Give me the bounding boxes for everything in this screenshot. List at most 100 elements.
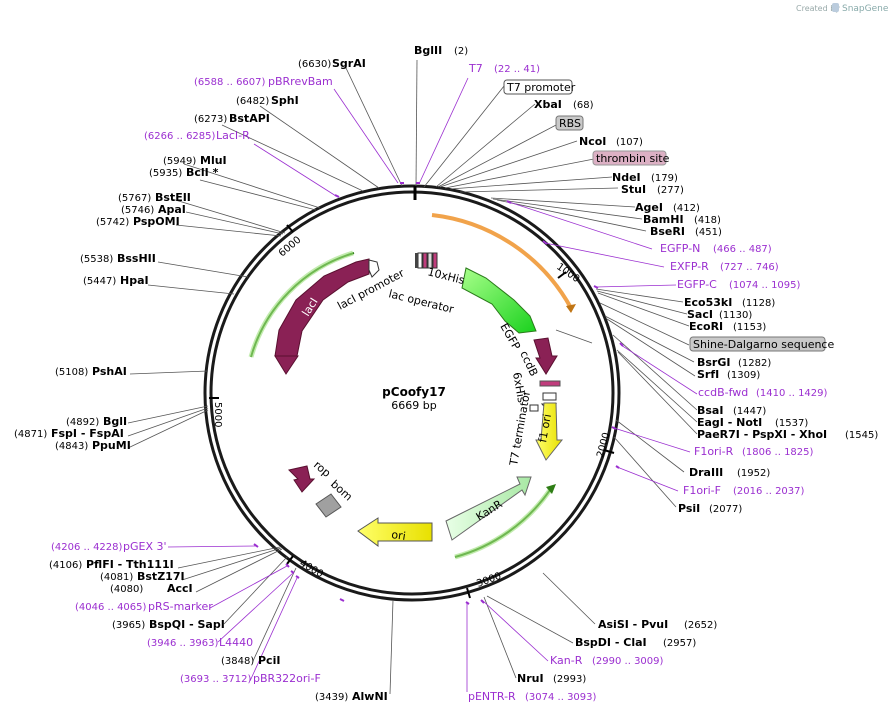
site-nrui[interactable]: NruI: [517, 672, 544, 685]
site-bstapi[interactable]: BstAPI: [229, 112, 270, 125]
shine-dalgarno-box[interactable]: Shine-Dalgarno sequence: [693, 338, 834, 351]
primer-ccdb-fwd[interactable]: ccdB-fwd: [698, 386, 748, 399]
svg-text:(1447): (1447): [733, 406, 766, 417]
primer-f1ori-r[interactable]: F1ori-R: [694, 445, 734, 458]
his10-label: 10xHis: [426, 265, 466, 287]
site-sphi[interactable]: SphI: [271, 94, 299, 107]
site-ppumi[interactable]: PpuMI: [92, 439, 131, 452]
primer-exfp-r[interactable]: EXFP-R: [670, 260, 709, 273]
site-pflfi-tth111i[interactable]: PflFI - Tth111I: [86, 558, 174, 571]
svg-text:(1074 .. 1095): (1074 .. 1095): [729, 280, 801, 291]
svg-text:(1309): (1309): [727, 370, 760, 381]
site-xbai[interactable]: XbaI: [534, 98, 562, 111]
snapgene-logo: SnapGene: [832, 3, 889, 14]
site-draiii[interactable]: DraIII: [689, 466, 723, 479]
site-apai[interactable]: ApaI: [158, 203, 186, 216]
site-fspi-fspai[interactable]: FspI - FspAI: [51, 427, 124, 440]
laci-arrow: [274, 258, 370, 357]
svg-text:(2016 .. 2037): (2016 .. 2037): [733, 486, 805, 497]
lac-operator-label: lac operator: [387, 287, 455, 316]
primer-t7[interactable]: T7: [468, 62, 483, 75]
primer-prs-marker[interactable]: pRS-marker: [148, 600, 213, 613]
site-bamhi[interactable]: BamHI: [643, 213, 684, 226]
site-alwni[interactable]: AlwNI: [352, 690, 388, 703]
plasmid-length: 6669 bp: [391, 399, 436, 412]
site-bglii[interactable]: BglII: [414, 44, 442, 57]
primer-pgex-3[interactable]: pGEX 3': [123, 540, 167, 553]
site-bspqi-sapi[interactable]: BspQI - SapI: [149, 618, 225, 631]
svg-text:(1130): (1130): [719, 310, 752, 321]
primer-pbr322ori-f[interactable]: pBR322ori-F: [253, 672, 321, 685]
site-bsrgi[interactable]: BsrGI: [697, 356, 730, 369]
site-ndei[interactable]: NdeI: [612, 171, 641, 184]
primer-pentr-r[interactable]: pENTR-R: [468, 690, 516, 703]
primer-l4440[interactable]: L4440: [219, 636, 253, 649]
site-labels-left: (6630) SgrAI (6482) SphI (6273) BstAPI (…: [14, 57, 388, 703]
boxed-labels: T7 promoter RBS thrombin site Shine-Dalg…: [503, 79, 834, 352]
site-bsteii[interactable]: BstEII: [155, 191, 191, 204]
site-saci[interactable]: SacI: [687, 308, 713, 321]
svg-text:(4843): (4843): [55, 441, 88, 452]
svg-text:(5538): (5538): [80, 254, 113, 265]
site-pspomi[interactable]: PspOMI: [133, 215, 180, 228]
svg-text:(1806 .. 1825): (1806 .. 1825): [742, 447, 814, 458]
svg-text:(5746): (5746): [121, 205, 154, 216]
primer-pbrrevbam[interactable]: pBRrevBam: [268, 75, 333, 88]
site-eagi-noti[interactable]: EagI - NotI: [697, 416, 762, 429]
svg-text:(6588 .. 6607): (6588 .. 6607): [194, 77, 266, 88]
orange-feature-arc: [431, 213, 573, 309]
site-sgrai[interactable]: SgrAI: [332, 57, 366, 70]
t7-promoter-box[interactable]: T7 promoter: [506, 81, 576, 94]
site-stui[interactable]: StuI: [621, 183, 646, 196]
svg-text:(5108): (5108): [55, 367, 88, 378]
site-bsai[interactable]: BsaI: [697, 404, 723, 417]
svg-text:(5447): (5447): [83, 276, 116, 287]
site-agei[interactable]: AgeI: [635, 201, 663, 214]
tick-5000: 5000: [212, 402, 223, 427]
site-psii[interactable]: PsiI: [678, 502, 700, 515]
svg-text:(451): (451): [695, 227, 722, 238]
site-bgli[interactable]: BglI: [103, 415, 127, 428]
laci-arrow-head: [274, 355, 299, 375]
site-acci[interactable]: AccI: [167, 582, 193, 595]
leader-lines: [127, 59, 698, 695]
site-hpai[interactable]: HpaI: [120, 274, 149, 287]
site-eco53ki[interactable]: Eco53kI: [684, 296, 732, 309]
site-asisi-pvui[interactable]: AsiSI - PvuI: [598, 618, 668, 631]
svg-text:(2): (2): [454, 46, 468, 57]
site-bspdi-clai[interactable]: BspDI - ClaI: [575, 636, 647, 649]
site-srfi[interactable]: SrfI: [697, 368, 719, 381]
plasmid-name: pCoofy17: [382, 385, 446, 399]
svg-text:(68): (68): [573, 100, 594, 111]
site-mlui[interactable]: MluI: [200, 154, 227, 167]
svg-text:(727 .. 746): (727 .. 746): [720, 262, 779, 273]
svg-text:(3848): (3848): [221, 656, 254, 667]
svg-text:(2652): (2652): [684, 620, 717, 631]
primer-labels: T7 (22 .. 41) (6588 .. 6607) pBRrevBam (…: [51, 62, 828, 703]
orange-arc-head: [566, 304, 576, 313]
rop-arrow: [288, 465, 316, 493]
primer-laci-r[interactable]: LacI-R: [216, 129, 250, 142]
svg-text:(3074 .. 3093): (3074 .. 3093): [525, 692, 597, 703]
primer-egfp-c[interactable]: EGFP-C: [677, 278, 717, 291]
site-bseri[interactable]: BseRI: [650, 225, 685, 238]
primer-kan-r[interactable]: Kan-R: [550, 654, 583, 667]
site-bcli[interactable]: BclI *: [186, 166, 219, 179]
backbone: [203, 184, 621, 602]
site-paer7i-pspxi-xhoi[interactable]: PaeR7I - PspXI - XhoI: [697, 428, 827, 441]
thrombin-site-box[interactable]: thrombin site: [596, 152, 670, 165]
site-pshai[interactable]: PshAI: [92, 365, 127, 378]
svg-text:(418): (418): [694, 215, 721, 226]
site-ecori[interactable]: EcoRI: [689, 320, 723, 333]
svg-text:(466 .. 487): (466 .. 487): [713, 244, 772, 255]
svg-text:(4081): (4081): [100, 572, 133, 583]
site-ncoi[interactable]: NcoI: [579, 135, 606, 148]
site-pcii[interactable]: PciI: [258, 654, 280, 667]
rbs-box[interactable]: RBS: [559, 117, 581, 130]
site-bsshii[interactable]: BssHII: [117, 252, 156, 265]
primer-f1ori-f[interactable]: F1ori-F: [683, 484, 721, 497]
site-bstz17i[interactable]: BstZ17I: [137, 570, 185, 583]
svg-text:(6266 .. 6285): (6266 .. 6285): [144, 131, 216, 142]
primer-egfp-n[interactable]: EGFP-N: [660, 242, 700, 255]
svg-text:(3439): (3439): [315, 692, 348, 703]
